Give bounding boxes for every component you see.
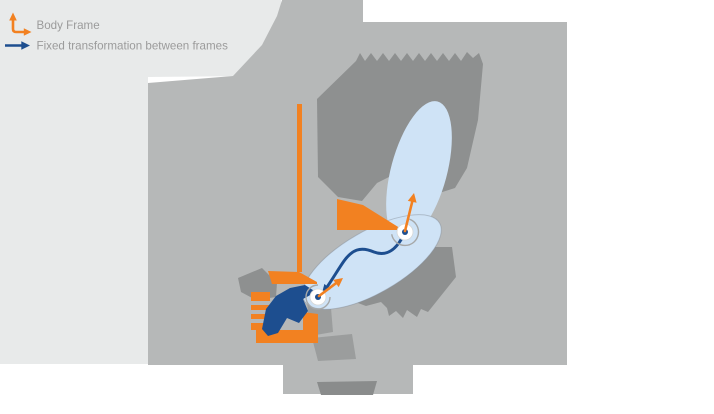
track-shadow-shape <box>312 334 356 361</box>
stripe <box>251 301 270 305</box>
boom-link-ellipse <box>386 101 452 241</box>
track-dark-patch <box>317 381 377 395</box>
body-frame-arrow-upper <box>403 199 414 233</box>
bucket-highlight-lshape <box>256 312 318 343</box>
legend-label-body-frame: Body Frame <box>37 19 100 32</box>
legend-panel <box>0 0 281 364</box>
bucket-body-highlight <box>262 285 316 336</box>
body-frame-arrowhead-lower <box>333 278 343 288</box>
bucket-highlight-band <box>268 271 317 284</box>
legend-label-fixed-transformation: Fixed transformation between frames <box>37 39 229 52</box>
stick-cylinder-highlight <box>337 199 403 230</box>
body-frame-arrowhead-upper <box>407 193 417 203</box>
lower-joint-ring <box>305 284 331 310</box>
legend: Body Frame Fixed transformation between … <box>5 12 229 52</box>
stripe <box>251 319 270 323</box>
fixed-transform-curve <box>325 232 406 289</box>
body-frame-icon <box>9 12 32 36</box>
upper-joint-ring <box>391 218 420 247</box>
stripe <box>251 310 270 314</box>
undercarriage-shadow-shape <box>350 247 456 318</box>
transform-arrow-icon <box>5 41 30 50</box>
body-frame-arrow-lower <box>317 281 338 298</box>
